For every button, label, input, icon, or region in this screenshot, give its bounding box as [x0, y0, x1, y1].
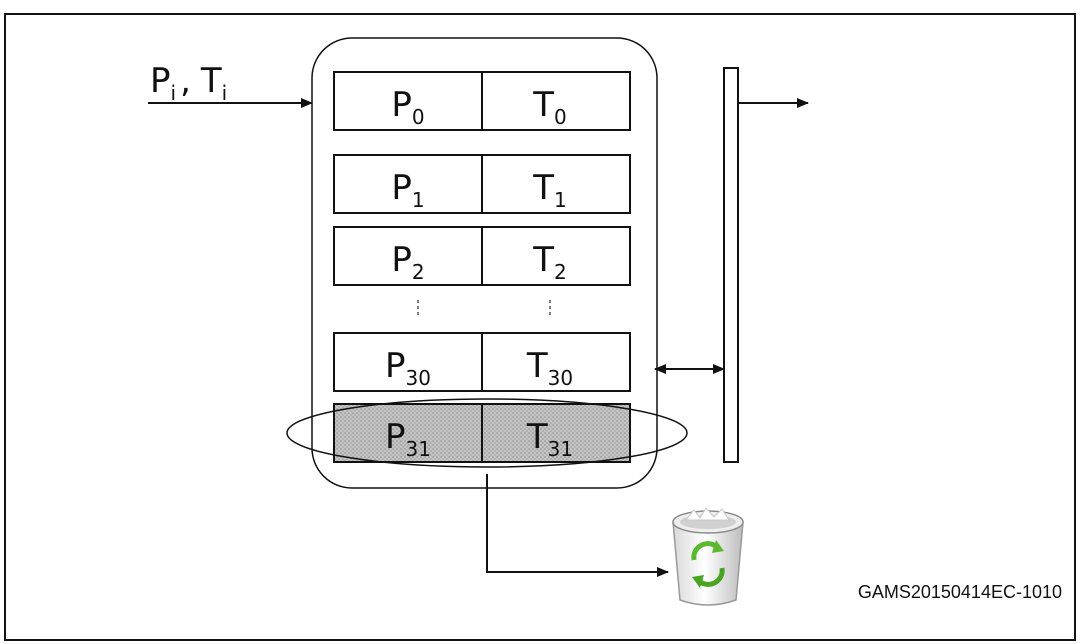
row-1-p: P1	[391, 168, 424, 212]
discard-arrow	[486, 474, 669, 577]
buffer-row-2: P2 T2	[333, 226, 631, 286]
buffer-row-31: P31 T31	[333, 403, 631, 463]
row-2-t: T2	[532, 240, 567, 284]
buffer-row-30: P30 T30	[333, 332, 631, 392]
buffer-row-0: P0 T0	[333, 71, 631, 131]
recycle-bin-icon	[672, 507, 744, 606]
row-0-p: P0	[391, 85, 424, 129]
row-0-t: T0	[532, 85, 567, 129]
buffer-container	[311, 37, 658, 489]
figure-caption: GAMS20150414EC-1010	[858, 582, 1062, 602]
highlight-ellipse	[286, 398, 688, 468]
row-31-t: T31	[526, 417, 573, 461]
row-2-p: P2	[391, 240, 424, 284]
input-label: Pi,Ti	[150, 61, 227, 105]
row-31-p: P31	[385, 417, 431, 461]
output-bus	[723, 67, 739, 463]
outer-frame	[4, 13, 1076, 641]
buffer-row-1: P1 T1	[333, 154, 631, 214]
row-30-t: T30	[526, 346, 573, 390]
row-1-t: T1	[532, 168, 567, 212]
row-30-p: P30	[385, 346, 431, 390]
